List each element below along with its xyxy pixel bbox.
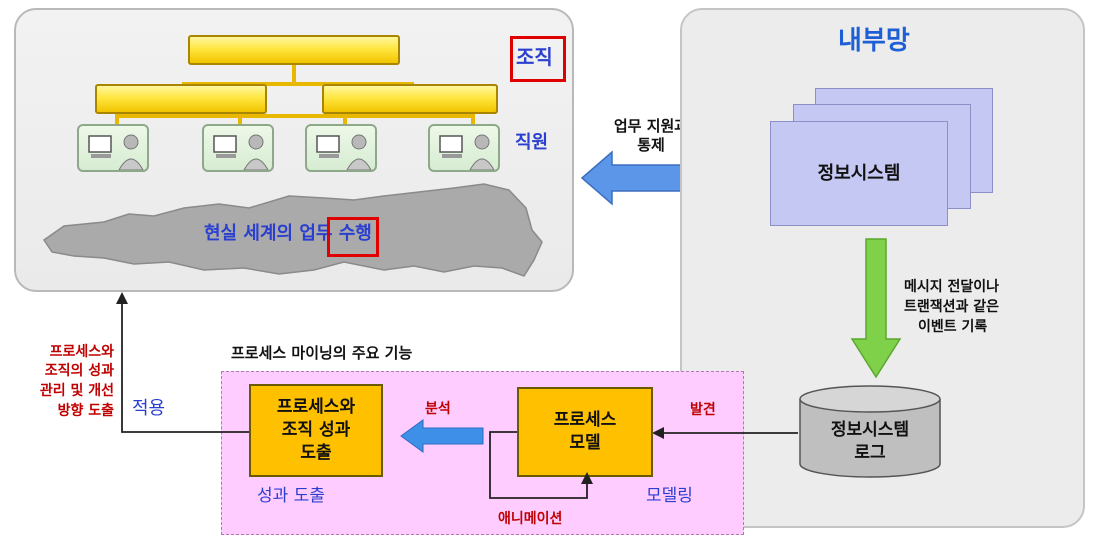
derive-label: 성과 도출 xyxy=(257,486,325,506)
info-system-sheet: 정보시스템 xyxy=(770,121,948,226)
staff-icon xyxy=(305,124,377,172)
org-connector xyxy=(343,114,347,126)
org-connector xyxy=(238,114,242,126)
discover-arrow xyxy=(652,427,798,439)
org-connector xyxy=(292,63,296,85)
support-line-1: 업무 지원과 xyxy=(613,117,689,135)
staff-icon xyxy=(428,124,500,172)
process-model-line: 모델 xyxy=(569,433,601,453)
analysis-label: 분석 xyxy=(425,401,451,417)
org-highlight-frame xyxy=(510,36,566,82)
org-box-right xyxy=(322,84,498,114)
network-title: 내부망 xyxy=(838,26,910,56)
feedback-red-line: 프로세스와 xyxy=(49,344,114,360)
mining-title: 프로세스 마이닝의 주요 기능 xyxy=(231,344,413,362)
task-highlight-frame xyxy=(327,217,379,257)
org-connector xyxy=(115,114,119,126)
feedback-red-line: 관리 및 개선 xyxy=(39,383,114,399)
discover-label: 발견 xyxy=(690,402,716,418)
modeling-label: 모델링 xyxy=(646,486,693,506)
process-model-box: 프로세스 모델 xyxy=(517,387,653,477)
result-box: 프로세스와 조직 성과 도출 xyxy=(249,384,383,477)
org-label: 조직 xyxy=(516,45,553,69)
work-cloud xyxy=(42,183,543,277)
org-box-top xyxy=(188,35,400,65)
staff-icon xyxy=(202,124,274,172)
process-model-line: 프로세스 xyxy=(553,410,617,431)
animation-loop-arrow xyxy=(489,431,593,499)
staff-label: 직원 xyxy=(515,132,549,153)
org-connector xyxy=(115,114,475,118)
event-record-line: 이벤트 기록 xyxy=(918,319,988,335)
org-connector xyxy=(471,114,475,126)
result-line: 프로세스와 xyxy=(276,397,356,418)
event-record-arrow xyxy=(850,238,902,379)
result-line: 도출 xyxy=(300,442,332,463)
feedback-red-line: 방향 도출 xyxy=(57,403,114,419)
event-record-line: 메시지 전달이나 xyxy=(904,279,1000,295)
apply-feedback-arrow xyxy=(116,292,249,433)
feedback-red-line: 조직의 성과 xyxy=(44,363,114,379)
result-line: 조직 성과 xyxy=(281,420,351,441)
apply-label: 적용 xyxy=(132,398,166,419)
event-record-line: 트랜잭션과 같은 xyxy=(904,299,1000,315)
info-system-label: 정보시스템 xyxy=(817,162,901,184)
staff-icon xyxy=(77,124,149,172)
log-cylinder xyxy=(799,385,941,478)
analysis-arrow xyxy=(400,419,484,453)
log-label-line: 정보시스템 xyxy=(830,420,910,440)
org-connector xyxy=(182,82,414,86)
log-label-line: 로그 xyxy=(854,443,886,463)
animation-label: 애니메이션 xyxy=(498,511,563,527)
org-box-left xyxy=(95,84,267,114)
support-line-2: 통제 xyxy=(637,136,665,154)
